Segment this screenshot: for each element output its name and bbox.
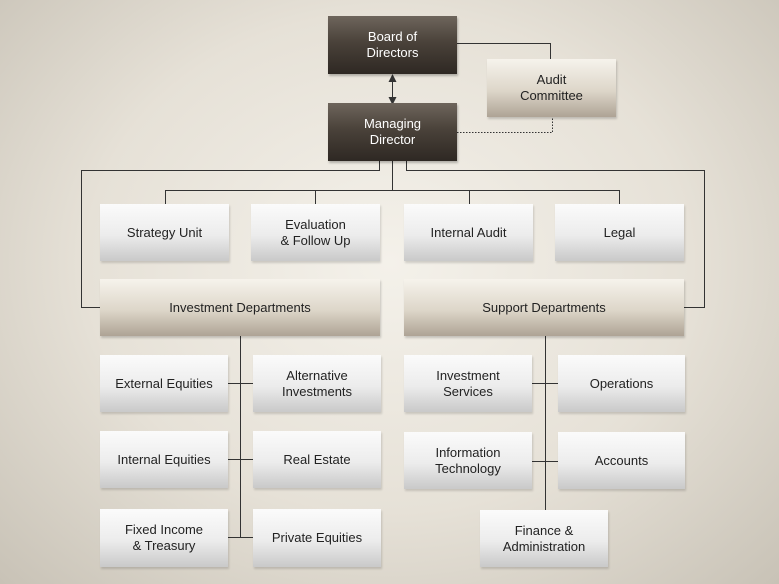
fixed-income-treasury-box: Fixed Income & Treasury [100,509,228,567]
md-investment-connector [81,161,380,308]
investment-departments-box: Investment Departments [100,279,380,336]
external-equities-box: External Equities [100,355,228,412]
investment-services-box: Investment Services [404,355,532,412]
internal-equities-box: Internal Equities [100,431,228,488]
board-audit-connector [457,43,551,60]
strategy-unit-box: Strategy Unit [100,204,229,261]
alternative-investments-box: Alternative Investments [253,355,381,412]
legal-box: Legal [555,204,684,261]
operations-box: Operations [558,355,685,412]
real-estate-box: Real Estate [253,431,381,488]
accounts-box: Accounts [558,432,685,489]
md-audit-dotted-connector [457,117,553,133]
finance-administration-box: Finance & Administration [480,510,608,567]
internal-audit-box: Internal Audit [404,204,533,261]
board-of-directors-box: Board of Directors [328,16,457,74]
evaluation-follow-up-box: Evaluation & Follow Up [251,204,380,261]
audit-committee-box: Audit Committee [487,59,616,117]
information-technology-box: Information Technology [404,432,532,489]
private-equities-box: Private Equities [253,509,381,567]
support-departments-box: Support Departments [404,279,684,336]
managing-director-box: Managing Director [328,103,457,161]
md-support-connector [406,161,705,308]
